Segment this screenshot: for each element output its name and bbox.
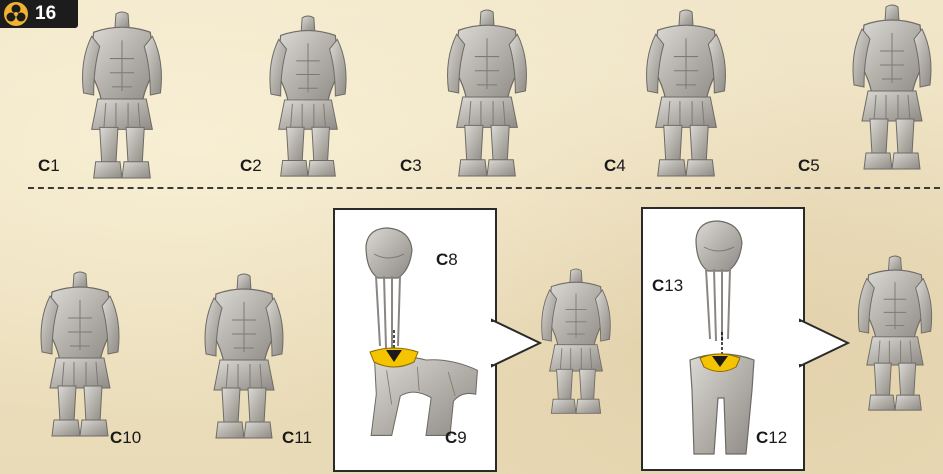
miniature-c5 xyxy=(842,2,942,174)
part-label-c9: C9 xyxy=(445,428,467,448)
miniature-c2 xyxy=(258,14,358,180)
page-number-badge: 16 xyxy=(0,0,78,28)
part-label-c1: C1 xyxy=(38,156,60,176)
miniature-c11 xyxy=(190,272,298,442)
part-label-c13: C13 xyxy=(652,276,683,296)
miniature-c3 xyxy=(432,8,542,180)
part-label-c8: C8 xyxy=(436,250,458,270)
page-number: 16 xyxy=(35,3,56,25)
miniature-c1 xyxy=(68,10,176,182)
part-label-c4: C4 xyxy=(604,156,626,176)
callout-pointer xyxy=(798,318,850,368)
glue-marker-c9 xyxy=(368,346,420,370)
part-label-c11: C11 xyxy=(282,428,312,448)
assembled-miniature-c8-c9 xyxy=(532,258,620,426)
part-label-c3: C3 xyxy=(400,156,422,176)
part-label-c2: C2 xyxy=(240,156,262,176)
row-divider xyxy=(28,187,940,189)
part-label-c12: C12 xyxy=(756,428,787,448)
part-label-c10: C10 xyxy=(110,428,141,448)
skull-trefoil-icon xyxy=(3,1,29,27)
glue-marker-c12 xyxy=(698,352,742,374)
miniature-c10 xyxy=(30,268,130,442)
miniature-c4 xyxy=(624,8,748,180)
assembled-miniature-c12-c13 xyxy=(848,246,942,422)
part-label-c5: C5 xyxy=(798,156,820,176)
